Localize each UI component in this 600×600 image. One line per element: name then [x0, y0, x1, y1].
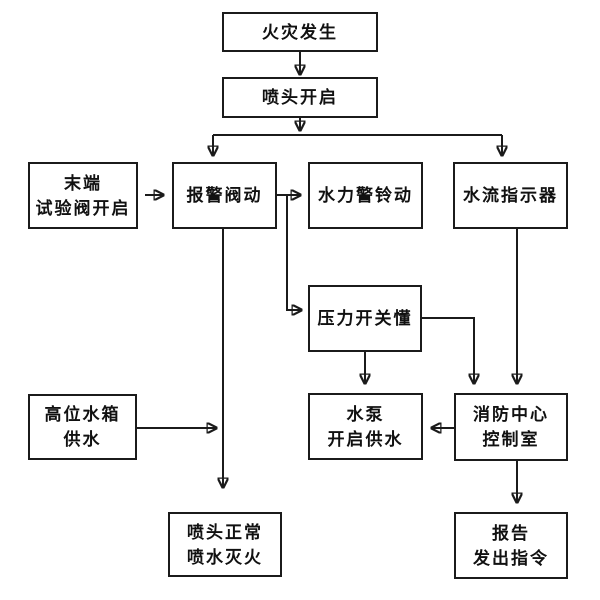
node-high-level-tank-label-line2: 供水	[63, 430, 102, 449]
node-hydraulic-alarm-bell: 水力警铃动	[308, 162, 423, 229]
node-water-flow-indicator-label: 水流指示器	[463, 186, 558, 205]
node-sprinkler-normal: 喷头正常 喷水灭火	[168, 512, 282, 577]
node-report-command-label-line1: 报告	[492, 523, 530, 543]
node-fire-occurs-label: 火灾发生	[262, 22, 338, 42]
node-fire-control-center-label-line1: 消防中心	[473, 405, 549, 424]
node-pressure-switch-label: 压力开关懂	[317, 309, 413, 328]
node-sprinkler-open: 喷头开启	[222, 77, 378, 118]
node-sprinkler-normal-label-line2: 喷水灭火	[187, 547, 263, 567]
edge-alarm-valve-to-pressure-switch	[286, 195, 301, 310]
node-sprinkler-normal-label-line1: 喷头正常	[187, 522, 263, 542]
node-water-pump-label-line2: 开启供水	[327, 429, 404, 449]
node-high-level-tank-label-line1: 高位水箱	[44, 405, 121, 424]
node-alarm-valve-label: 报警阀动	[186, 186, 263, 205]
node-high-level-tank: 高位水箱 供水	[28, 394, 137, 460]
node-pressure-switch: 压力开关懂	[308, 285, 422, 352]
edge-pressure-switch-to-fire-control-center	[422, 317, 474, 383]
node-end-test-valve-label-line1: 末端	[64, 173, 102, 193]
node-hydraulic-alarm-bell-label: 水力警铃动	[318, 186, 413, 205]
node-fire-occurs: 火灾发生	[222, 12, 378, 52]
node-fire-control-center-label-line2: 控制室	[482, 430, 540, 449]
node-alarm-valve: 报警阀动	[172, 162, 277, 229]
node-end-test-valve-label-line2: 试验阀开启	[35, 198, 131, 218]
node-end-test-valve: 末端 试验阀开启	[28, 162, 138, 229]
node-fire-control-center: 消防中心 控制室	[454, 393, 568, 461]
node-water-pump: 水泵 开启供水	[308, 393, 423, 460]
node-water-flow-indicator: 水流指示器	[453, 162, 568, 229]
node-report-command: 报告 发出指令	[454, 512, 568, 579]
node-report-command-label-line2: 发出指令	[473, 548, 549, 568]
node-sprinkler-open-label: 喷头开启	[262, 88, 338, 107]
node-water-pump-label-line1: 水泵	[346, 404, 385, 424]
